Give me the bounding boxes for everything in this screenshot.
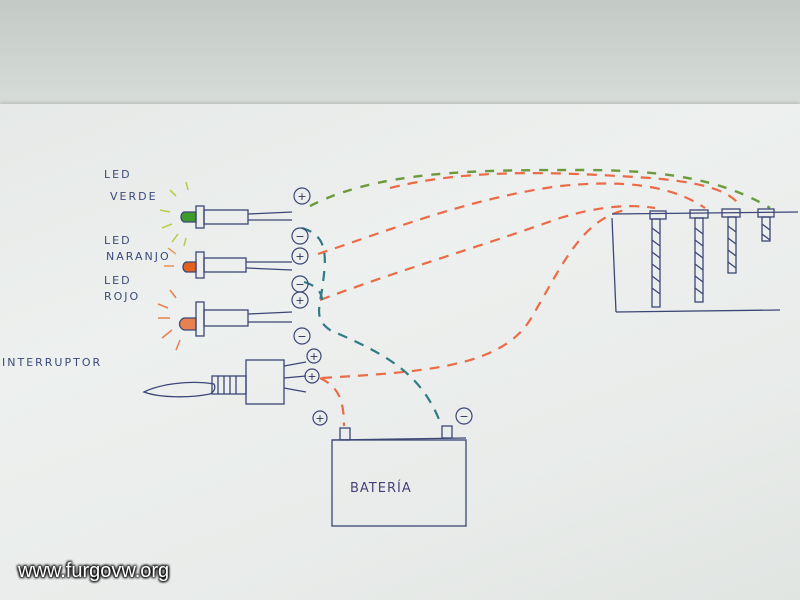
watermark: www.furgovw.org	[18, 560, 170, 582]
battery-label: BATERÍA	[350, 480, 412, 496]
battery-terminal-minus: −	[455, 407, 473, 425]
plus-symbol: +	[295, 250, 304, 263]
plus-symbol: +	[309, 350, 318, 363]
wire-green-verde-positive	[309, 168, 771, 210]
led-rojo-label-line1: LED	[104, 274, 132, 287]
plus-symbol: +	[295, 294, 304, 307]
fuse-post	[757, 208, 775, 242]
paper-sheet	[0, 104, 800, 600]
led-verde-label: LED VERDE	[104, 168, 158, 203]
terminal-plus: +	[291, 247, 309, 265]
wire-orange-switch-battery	[319, 377, 346, 427]
minus-symbol: −	[297, 330, 306, 343]
wire-teal-ground	[301, 226, 442, 423]
plus-symbol: +	[297, 190, 306, 203]
fuse-post	[649, 210, 667, 308]
led-verde	[159, 181, 293, 247]
led-rojo	[157, 289, 293, 351]
toggle-switch	[142, 359, 307, 405]
minus-symbol: −	[295, 230, 304, 243]
fuse-post	[689, 209, 709, 303]
led-naranjo-label: LED NARANJO	[104, 234, 171, 263]
wire-orange-naranjo-positive	[317, 182, 706, 256]
led-rojo-label: LED ROJO	[104, 274, 140, 303]
led-naranjo-label-line2: NARANJO	[106, 250, 171, 263]
terminal-minus: −	[293, 327, 311, 345]
light-rays	[157, 289, 181, 351]
plus-symbol: +	[307, 370, 316, 383]
battery: BATERÍA	[331, 425, 467, 527]
battery-terminal-plus: +	[312, 410, 328, 426]
led-verde-label-line1: LED	[104, 168, 132, 181]
plus-symbol: +	[315, 412, 324, 425]
fuse-bus-bar	[611, 208, 799, 313]
terminal-plus: +	[306, 348, 322, 364]
interruptor-label: INTERRUPTOR	[2, 356, 102, 369]
wire-orange-battery-positive	[321, 208, 626, 380]
led-naranjo-label-line1: LED	[104, 234, 132, 247]
wall-background	[0, 0, 800, 108]
led-rojo-label-line2: ROJO	[104, 290, 140, 303]
light-rays	[159, 181, 189, 247]
led-verde-label-line2: VERDE	[110, 190, 158, 203]
terminal-plus: +	[304, 368, 320, 384]
terminal-minus: −	[291, 275, 309, 293]
terminal-plus: +	[291, 291, 309, 309]
minus-symbol: −	[459, 410, 468, 423]
wire-orange-rojo-positive	[319, 205, 656, 302]
wire-orange-verde-parallel	[389, 172, 741, 207]
terminal-minus: −	[291, 227, 309, 245]
fuse-post	[721, 208, 741, 274]
minus-symbol: −	[295, 278, 304, 291]
led-naranjo	[164, 247, 293, 279]
terminal-plus: +	[293, 187, 311, 205]
wire-teal-ground-naranjo	[303, 280, 324, 301]
